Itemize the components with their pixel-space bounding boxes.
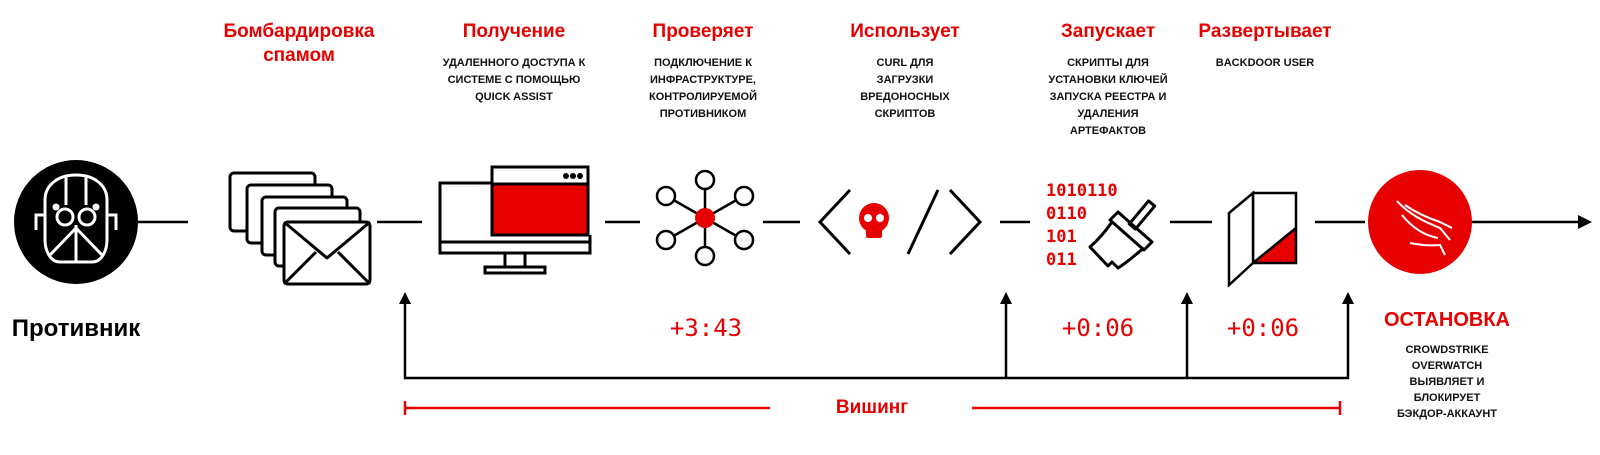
open-door-icon	[1227, 190, 1298, 288]
end-arrow-icon	[1578, 215, 1592, 229]
step-title-uses: Использует	[850, 21, 960, 42]
step-desc-uses: CURL ДЛЯ ЗАГРУЗКИ ВРЕДОНОСНЫХ СКРИПТОВ	[860, 57, 950, 120]
monitor-window-icon	[438, 165, 592, 275]
timing-label: +0:06	[1226, 314, 1300, 342]
binary-line: 011	[1046, 250, 1077, 270]
binary-broom-icon: 1010110 0110 101 011	[1046, 181, 1157, 270]
step-title-access: Получение	[462, 21, 566, 42]
adversary-label: Противник	[11, 315, 141, 342]
stop-desc: CROWDSTRIKE OVERWATCH ВЫЯВЛЯЕТ И БЛОКИРУ…	[1397, 344, 1497, 420]
crowdstrike-falcon-icon	[1368, 170, 1472, 274]
phase-label: Вишинг	[835, 397, 909, 418]
timing-label: +0:06	[1061, 314, 1135, 342]
stop-title: ОСТАНОВКА	[1384, 309, 1510, 331]
step-desc-access: УДАЛЕННОГО ДОСТУПА К СИСТЕМЕ С ПОМОЩЬЮ Q…	[442, 57, 586, 103]
phase-range-bar	[403, 401, 1342, 415]
envelopes-icon	[228, 171, 372, 286]
step-title-check: Проверяет	[652, 21, 754, 42]
step-desc-runs: СКРИПТЫ ДЛЯ УСТАНОВКИ КЛЮЧЕЙ ЗАПУСКА РЕЕ…	[1048, 57, 1168, 137]
step-desc-deploys: BACKDOOR USER	[1215, 57, 1315, 69]
step-title-runs: Запускает	[1060, 21, 1156, 42]
binary-line: 101	[1046, 227, 1077, 247]
timing-label: +3:43	[669, 314, 743, 342]
network-hub-icon	[655, 169, 755, 267]
timeline-arrows	[403, 300, 1350, 380]
binary-line: 0110	[1046, 204, 1087, 224]
step-title-spam: Бомбардировка спамом	[223, 21, 375, 66]
binary-line: 1010110	[1046, 181, 1118, 201]
code-skull-icon	[817, 188, 983, 256]
step-desc-check: ПОДКЛЮЧЕНИЕ К ИНФРАСТРУКТУРЕ, КОНТРОЛИРУ…	[648, 57, 758, 120]
adversary-mask-icon	[14, 160, 138, 284]
step-title-deploys: Развертывает	[1198, 21, 1332, 42]
up-arrowheads	[399, 292, 1354, 304]
